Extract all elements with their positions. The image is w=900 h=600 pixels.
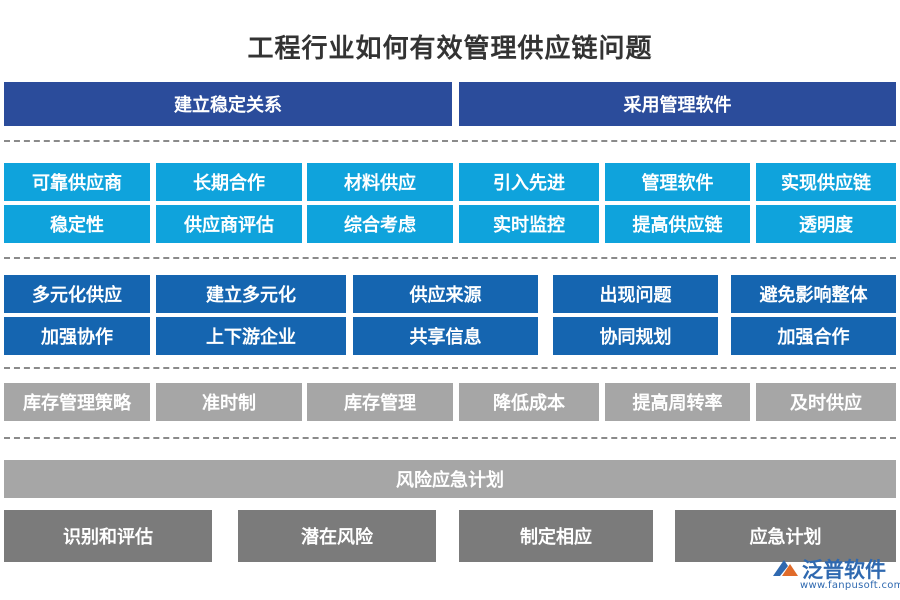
card-introduce-advanced: 引入先进 [459, 163, 599, 201]
logo-name: 泛普软件 [802, 558, 886, 582]
card-improve-turnover: 提高周转率 [605, 383, 750, 421]
card-inventory-management: 库存管理 [307, 383, 453, 421]
card-supplier-evaluation: 供应商评估 [156, 205, 302, 243]
brand-logo: 泛普软件 www.fanpusoft.com [770, 552, 900, 592]
card-problem-occurs: 出现问题 [553, 275, 718, 313]
card-emergency-plan: 应急计划 [675, 510, 896, 562]
card-diversified-supply: 多元化供应 [4, 275, 150, 313]
card-long-term-cooperation: 长期合作 [156, 163, 302, 201]
card-comprehensive-consideration: 综合考虑 [307, 205, 453, 243]
divider-1 [4, 140, 896, 142]
section-use-management-software: 采用管理软件 [459, 82, 896, 126]
page-title: 工程行业如何有效管理供应链问题 [247, 34, 653, 64]
card-potential-risk: 潜在风险 [238, 510, 436, 562]
divider-3 [4, 367, 896, 369]
banner-risk-emergency-plan: 风险应急计划 [4, 460, 896, 498]
card-share-information: 共享信息 [353, 317, 538, 355]
card-realize-supply-chain: 实现供应链 [756, 163, 896, 201]
divider-4 [4, 437, 896, 439]
card-transparency: 透明度 [756, 205, 896, 243]
card-material-supply: 材料供应 [307, 163, 453, 201]
card-inventory-strategy: 库存管理策略 [4, 383, 150, 421]
card-strengthen-cooperation: 加强合作 [731, 317, 896, 355]
card-collaborative-planning: 协同规划 [553, 317, 718, 355]
card-real-time-monitoring: 实时监控 [459, 205, 599, 243]
card-reliable-supplier: 可靠供应商 [4, 163, 150, 201]
fanpu-logo-icon [773, 560, 798, 576]
card-management-software: 管理软件 [605, 163, 750, 201]
card-just-in-time: 准时制 [156, 383, 302, 421]
section-build-stable-relationship: 建立稳定关系 [4, 82, 452, 126]
card-timely-supply: 及时供应 [756, 383, 896, 421]
card-formulate-corresponding: 制定相应 [459, 510, 653, 562]
card-stability: 稳定性 [4, 205, 150, 243]
card-establish-diversified: 建立多元化 [156, 275, 346, 313]
divider-2 [4, 257, 896, 259]
card-supply-source: 供应来源 [353, 275, 538, 313]
logo-url: www.fanpusoft.com [800, 580, 900, 591]
card-improve-supply-chain: 提高供应链 [605, 205, 750, 243]
card-strengthen-collaboration: 加强协作 [4, 317, 150, 355]
card-avoid-overall-impact: 避免影响整体 [731, 275, 896, 313]
card-identify-and-assess: 识别和评估 [4, 510, 212, 562]
card-reduce-cost: 降低成本 [459, 383, 599, 421]
card-upstream-downstream: 上下游企业 [156, 317, 346, 355]
